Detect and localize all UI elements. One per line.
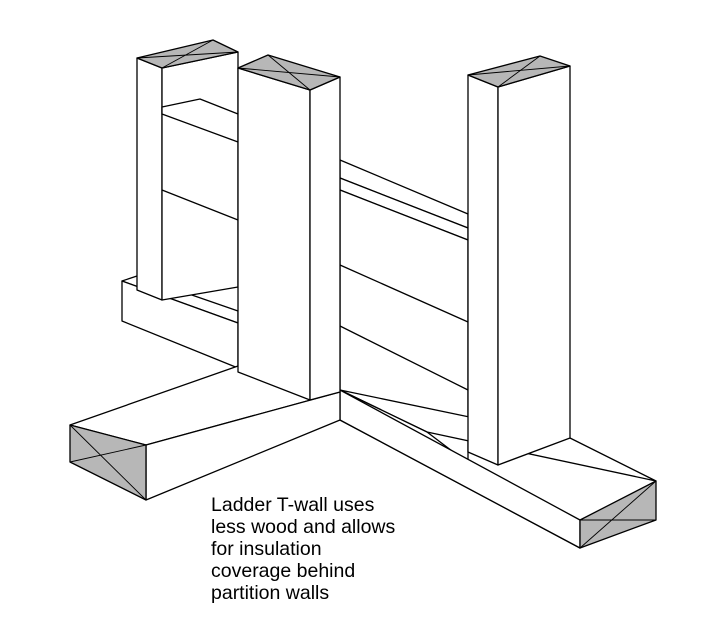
diagram-caption: Ladder T-wall uses less wood and allows … (211, 494, 441, 604)
wall-corner-stud (237, 54, 341, 401)
caption-line: coverage behind (211, 560, 356, 582)
wall-right-stud (467, 55, 571, 466)
caption-line: Ladder T-wall uses (211, 494, 375, 516)
caption-line: less wood and allows (211, 516, 396, 538)
caption-line: partition walls (211, 582, 330, 604)
caption-line: for insulation (211, 538, 322, 560)
partition-end-stud (136, 39, 239, 301)
